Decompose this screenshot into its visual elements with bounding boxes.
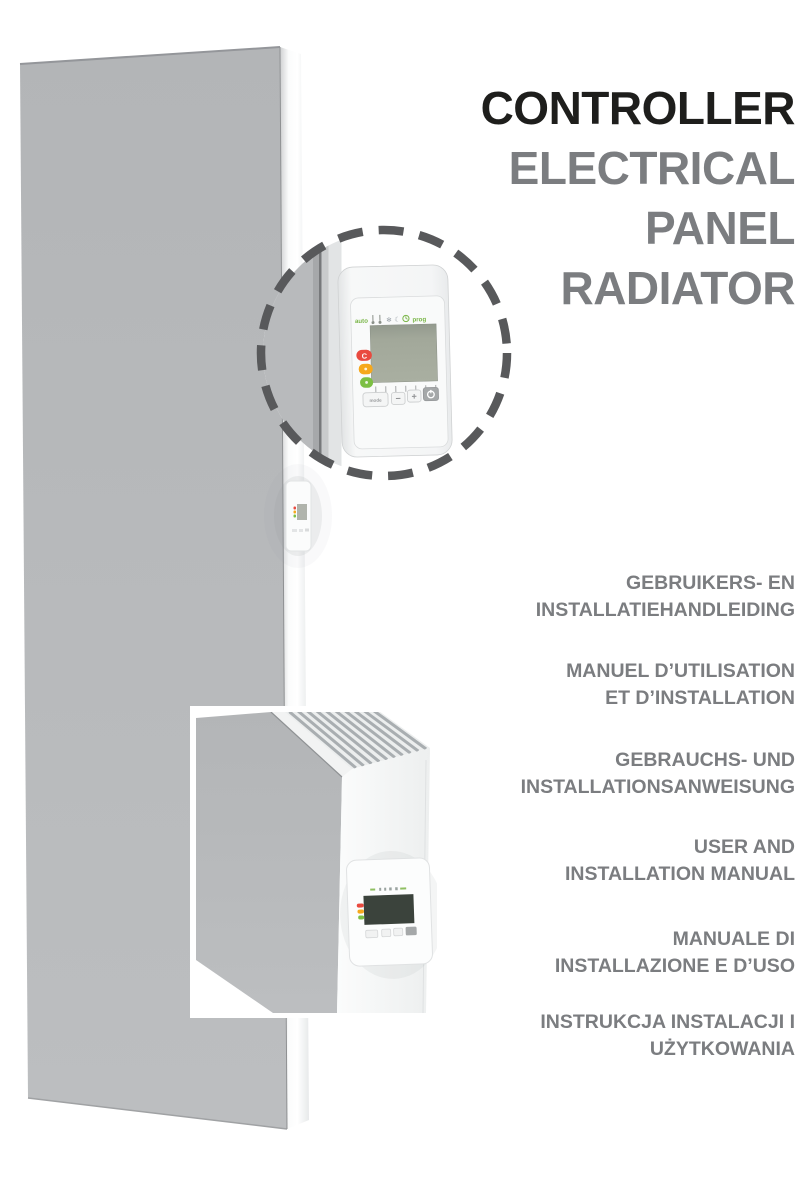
manual-label-german: GEBRAUCHS- UND INSTALLATIONSANWEISUNG xyxy=(520,749,795,798)
zoomed-controller: auto ❄ ☾ pr xyxy=(337,264,453,458)
page-title: CONTROLLER ELECTRICAL PANEL RADIATOR xyxy=(480,78,796,318)
inset-front-panel xyxy=(196,712,342,1013)
manual-label-polish: INSTRUKCJA INSTALACJI I UŻYTKOWANIA xyxy=(540,1011,795,1060)
title-line-3: PANEL xyxy=(645,202,796,254)
title-line-1: CONTROLLER xyxy=(480,82,796,134)
detail-inset xyxy=(190,706,438,1018)
inset-status-icons xyxy=(370,887,407,891)
title-line-2: ELECTRICAL xyxy=(508,142,796,194)
thermometer-comfort-icon xyxy=(371,315,375,325)
inset-lcd-display xyxy=(363,894,415,925)
manual-label-italian: MANUALE DI INSTALLAZIONE E D’USO xyxy=(554,928,795,977)
manual-label-french: MANUEL D’UTILISATION ET D’INSTALLATION xyxy=(566,660,795,709)
dashed-callout-ring xyxy=(256,225,512,481)
mode-button-label: mode xyxy=(369,398,382,403)
controller-buttons: mode − + xyxy=(362,386,439,408)
energy-indicator: C xyxy=(356,349,374,388)
minus-button-label: − xyxy=(395,393,401,403)
side-controller-thumbnail xyxy=(264,464,332,568)
radiator-illustration: auto ❄ ☾ pr xyxy=(19,46,512,1130)
status-icon-row: auto ❄ ☾ pr xyxy=(355,314,427,325)
manual-label-dutch: GEBRUIKERS- EN INSTALLATIEHANDLEIDING xyxy=(535,572,795,621)
plus-button-label: + xyxy=(411,391,417,401)
inset-controller xyxy=(340,850,437,979)
plus-button xyxy=(406,389,422,403)
moon-icon: ☾ xyxy=(394,316,400,324)
inset-top-grille xyxy=(285,712,430,770)
manual-label-english: USER AND INSTALLATION MANUAL xyxy=(565,836,795,885)
power-icon xyxy=(426,389,435,399)
auto-label: auto xyxy=(355,318,368,325)
title-line-4: RADIATOR xyxy=(560,262,795,314)
minus-button xyxy=(390,391,406,405)
mode-button xyxy=(362,391,389,408)
thumbnail-display xyxy=(297,504,307,520)
inset-buttons xyxy=(365,926,417,939)
frost-icon: ❄ xyxy=(386,316,392,324)
prog-label: prog xyxy=(412,316,426,323)
energy-indicator-red xyxy=(356,349,372,361)
energy-class-letter: C xyxy=(362,352,368,361)
power-button xyxy=(422,386,439,402)
timer-icon xyxy=(402,314,410,323)
thermometer-eco-icon xyxy=(378,314,382,324)
